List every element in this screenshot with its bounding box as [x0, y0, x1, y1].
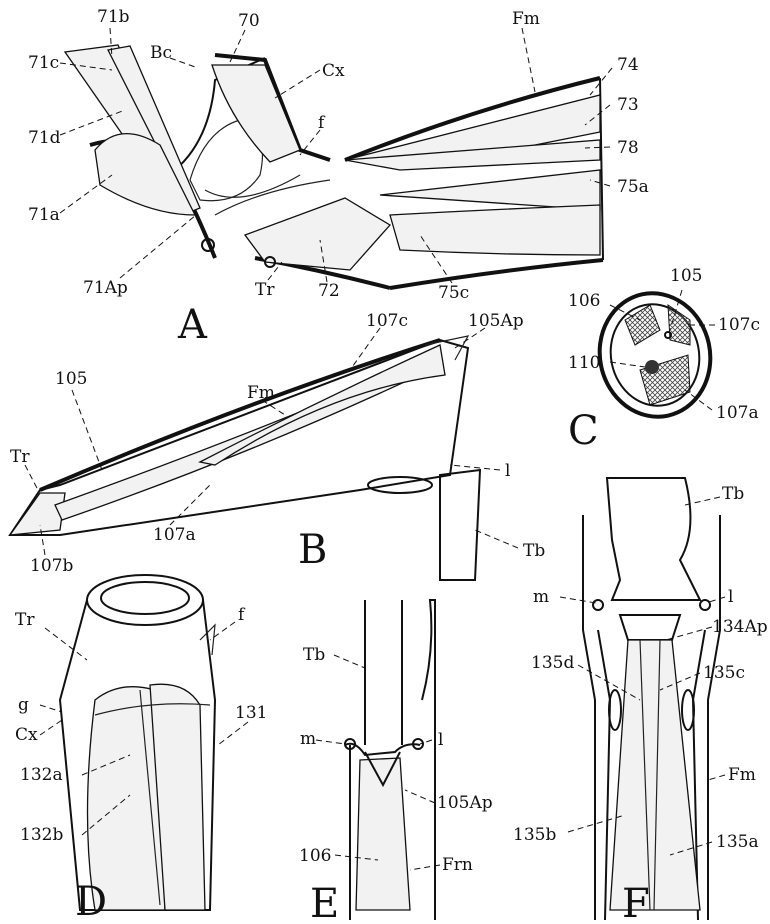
label-107a-c: 107a	[716, 403, 759, 423]
panel-c-drawing	[588, 283, 721, 427]
label-135c: 135c	[703, 663, 745, 683]
label-106-e: 106	[299, 846, 331, 866]
panel-d: Tr f g 131 Cx 132a 132b D	[15, 575, 267, 924]
label-107c-c: 107c	[718, 315, 760, 335]
label-tb-b: Tb	[523, 541, 545, 561]
label-72: 72	[318, 281, 340, 301]
label-132b: 132b	[20, 825, 63, 845]
panel-letter-f: F	[622, 881, 650, 924]
label-f-d: f	[238, 605, 246, 625]
panel-e-drawing	[345, 600, 435, 920]
label-fm-f: Fm	[728, 765, 756, 785]
label-71a: 71a	[28, 205, 60, 225]
label-106-c: 106	[568, 291, 600, 311]
label-134ap: 134Ap	[712, 617, 768, 637]
label-g-d: g	[18, 695, 29, 715]
panel-a-drawing	[65, 45, 603, 288]
label-135a: 135a	[716, 832, 759, 852]
label-135d: 135d	[531, 653, 574, 673]
label-tr-b: Tr	[10, 447, 30, 467]
label-110: 110	[568, 353, 600, 373]
label-fm-b: Fm	[247, 383, 275, 403]
label-135b: 135b	[513, 825, 556, 845]
label-107c-b: 107c	[366, 311, 408, 331]
panel-a: 71b 70 Fm 71c Bc Cx 74 f 73 71d 78 75a 7…	[28, 7, 649, 348]
panel-letter-d: D	[75, 879, 107, 924]
label-71d: 71d	[28, 128, 61, 148]
panel-letter-a: A	[177, 302, 208, 348]
label-l-b: l	[505, 461, 510, 481]
label-131: 131	[235, 703, 267, 723]
label-71c: 71c	[28, 53, 59, 73]
label-73: 73	[617, 95, 639, 115]
label-m-f: m	[533, 587, 549, 607]
label-l-f: l	[728, 587, 733, 607]
label-tb-f: Tb	[722, 484, 744, 504]
label-cx-d: Cx	[15, 725, 38, 745]
label-tr-d: Tr	[15, 610, 35, 630]
label-cx-a: Cx	[322, 61, 345, 81]
panel-letter-b: B	[298, 527, 327, 573]
label-70: 70	[238, 11, 260, 31]
label-105-b: 105	[55, 369, 87, 389]
label-105-c: 105	[670, 266, 702, 286]
label-107a-b: 107a	[153, 525, 196, 545]
panel-letter-e: E	[310, 881, 339, 924]
label-l-e: l	[438, 730, 443, 750]
label-71b: 71b	[97, 7, 130, 27]
label-75a: 75a	[617, 177, 649, 197]
panel-letter-c: C	[568, 408, 599, 454]
label-74: 74	[617, 55, 639, 75]
panel-f-drawing	[583, 478, 720, 920]
panel-b: 107c 105Ap 105 Fm Tr l 107a 107b Tb B	[10, 311, 545, 580]
label-105ap-b: 105Ap	[468, 311, 524, 331]
label-78: 78	[617, 138, 639, 158]
label-m-e: m	[300, 729, 316, 749]
label-107b-b: 107b	[30, 556, 73, 576]
panel-d-drawing	[60, 575, 215, 910]
panel-b-labels: 107c 105Ap 105 Fm Tr l 107a 107b Tb B	[10, 311, 545, 576]
label-tr-a: Tr	[255, 280, 275, 300]
label-105ap-e: 105Ap	[437, 793, 493, 813]
label-132a: 132a	[20, 765, 63, 785]
label-75c: 75c	[438, 283, 469, 303]
label-f-a: f	[318, 113, 326, 133]
label-fm-a: Fm	[512, 9, 540, 29]
panel-c: 105 106 107c 110 107a C	[568, 266, 760, 454]
label-bc: Bc	[150, 43, 172, 63]
panel-f: Tb m l 134Ap 135d 135c Fm 135b 135a F	[513, 478, 768, 924]
panel-b-leaders	[25, 328, 518, 555]
label-tb-e: Tb	[303, 645, 325, 665]
label-71ap: 71Ap	[83, 278, 128, 298]
panel-e: Tb m l 105Ap 106 Frn E	[299, 600, 493, 924]
label-frn: Frn	[442, 855, 473, 875]
